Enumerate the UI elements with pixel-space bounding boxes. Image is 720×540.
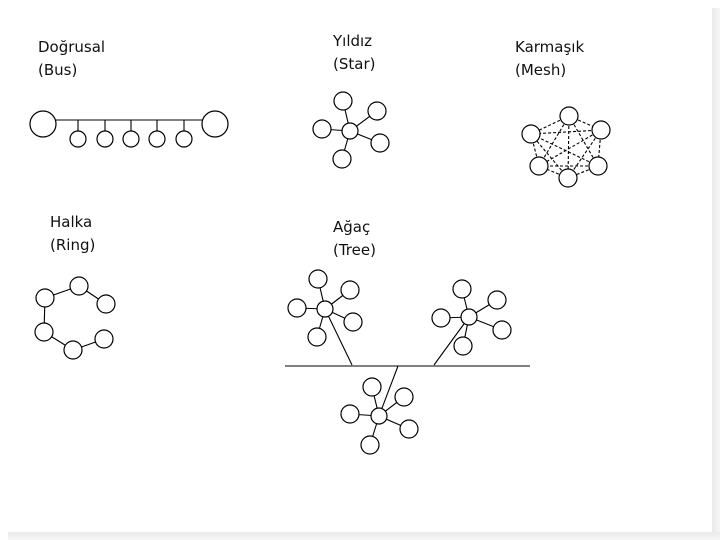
tree-node (394, 387, 414, 407)
tree-hub (316, 300, 334, 318)
ring-node (94, 329, 114, 349)
ring-node (34, 322, 54, 342)
mesh-link (530, 129, 602, 135)
bus-label: Doğrusal (Bus) (38, 36, 105, 82)
ring-label: Halka (Ring) (50, 211, 95, 257)
star-label-name: Yıldız (333, 32, 373, 50)
tree-node (362, 377, 382, 397)
tree-label-sub: (Tree) (333, 241, 376, 259)
ring-label-name: Halka (50, 213, 93, 231)
mesh-label-sub: (Mesh) (515, 61, 567, 79)
tree-node (453, 336, 473, 356)
slide-shadow-right (712, 8, 720, 540)
mesh-link (530, 133, 599, 167)
tree-node (307, 327, 327, 347)
star-diagram (312, 91, 390, 169)
bus-terminator (201, 110, 229, 138)
bus-label-name: Doğrusal (38, 38, 106, 56)
bus-node (69, 130, 87, 148)
tree-node (492, 320, 512, 340)
ring-node (35, 288, 55, 308)
bus-node (148, 130, 166, 148)
tree-node (340, 404, 360, 424)
tree-label: Ağaç (Tree) (333, 216, 376, 262)
tree-node (487, 290, 507, 310)
bus-node (175, 130, 193, 148)
tree-node (343, 312, 363, 332)
tree-branch-link (378, 365, 399, 417)
mesh-node (558, 168, 578, 188)
tree-node (360, 435, 380, 455)
bus-node (122, 130, 140, 148)
tree-hub (460, 308, 478, 326)
tree-node (399, 419, 419, 439)
tree-node (340, 280, 360, 300)
mesh-link (538, 129, 602, 167)
star-node (367, 101, 387, 121)
star-label: Yıldız (Star) (333, 30, 375, 76)
star-label-sub: (Star) (333, 55, 376, 73)
mesh-label: Karmaşık (Mesh) (515, 36, 584, 82)
bus-terminator (29, 110, 57, 138)
star-node (370, 133, 390, 153)
star-hub (341, 122, 359, 140)
ring-label-sub: (Ring) (50, 236, 96, 254)
bus-diagram (29, 110, 229, 148)
bus-node (96, 130, 114, 148)
star-node (332, 149, 352, 169)
mesh-node (591, 120, 611, 140)
mesh-node (529, 156, 549, 176)
slide-shadow-bottom (8, 532, 720, 540)
mesh-node (521, 124, 541, 144)
tree-node (287, 298, 307, 318)
ring-node (69, 276, 89, 296)
tree-hub (370, 407, 388, 425)
tree-label-name: Ağaç (333, 218, 371, 236)
ring-node (63, 340, 83, 360)
mesh-label-name: Karmaşık (515, 38, 585, 56)
mesh-link (567, 115, 570, 179)
star-node (333, 91, 353, 111)
tree-node (452, 279, 472, 299)
tree-node (431, 308, 451, 328)
bus-label-sub: (Bus) (38, 61, 78, 79)
mesh-node (588, 156, 608, 176)
ring-node (96, 294, 116, 314)
star-node (312, 119, 332, 139)
tree-diagram (285, 269, 530, 455)
mesh-diagram (521, 106, 611, 188)
ring-diagram (34, 276, 116, 360)
tree-branch-link (433, 316, 470, 366)
tree-branch-link (324, 308, 353, 366)
mesh-node (559, 106, 579, 126)
tree-node (308, 269, 328, 289)
